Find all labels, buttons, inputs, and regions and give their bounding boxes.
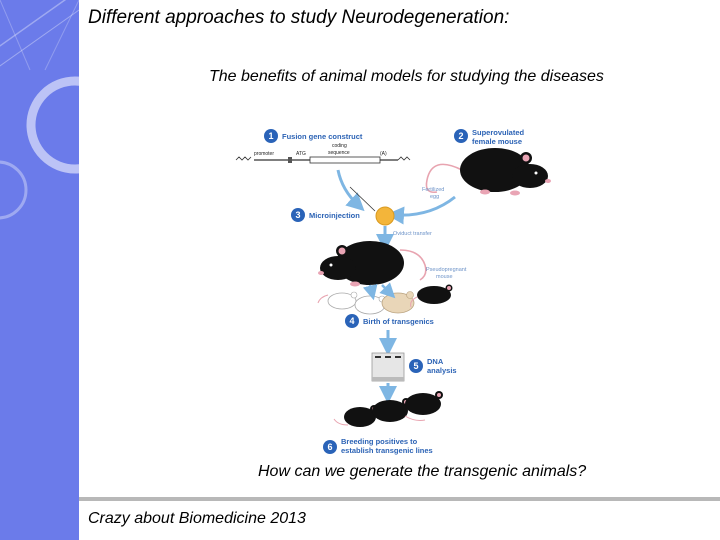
step-label-line2: establish transgenic lines [341,446,433,455]
step-label: Superovulated [472,128,525,137]
step-circle [291,208,305,222]
step-label: Fusion gene construct [282,132,363,141]
step-label: Microinjection [309,211,360,220]
black-mouse-female [425,148,551,196]
injection-needle [349,186,376,212]
footer-divider [79,497,720,501]
step-label-line2: analysis [427,366,457,375]
litter-arrow-2 [379,282,396,299]
breeding-mice [333,391,443,427]
polya-label: (A) [380,151,387,157]
pseudopregnant-label-line2: mouse [436,274,453,280]
step-number: 5 [413,361,418,371]
step-circle [345,314,359,328]
dna-gel [371,352,405,382]
step-number: 3 [295,210,300,220]
step-5: 5 DNA analysis [409,357,457,375]
step-6: 6 Breeding positives to establish transg… [323,437,433,455]
decorative-lines [0,0,79,220]
step-number: 1 [268,131,273,141]
promoter-label: promoter [254,151,274,157]
coding-label: coding [332,143,347,149]
step-2: 2 Superovulated female mouse [454,128,525,146]
step-number: 2 [458,131,463,141]
step-label: Birth of transgenics [363,317,434,326]
oviduct-transfer-label: Oviduct transfer [393,231,432,237]
step-label: Breeding positives to [341,437,418,446]
step-circle [454,129,468,143]
step-circle [409,359,423,373]
step-number: 6 [327,442,332,452]
step-circle [323,440,337,454]
fertilized-egg-label: Fertilized [422,187,444,193]
step-circle [264,129,278,143]
fertilized-egg-label-line2: egg [430,194,439,200]
transgenic-mouse-diagram: 1 Fusion gene construct promoter ATG cod… [235,128,551,455]
step-3: 3 Microinjection [291,208,360,222]
black-mouse-pseudopregnant [318,241,427,287]
sidebar-decoration [0,0,79,540]
litter-arrow-1 [362,283,378,301]
gene-construct: promoter ATG coding sequence (A) [235,143,411,164]
slide-title: Different approaches to study Neurodegen… [88,7,510,28]
construct-arrow [336,169,365,212]
egg-arrow [386,195,456,225]
step-4: 4 Birth of transgenics [345,314,434,328]
egg-cell [375,206,395,226]
sequence-label: sequence [328,150,350,156]
slide-subtitle: The benefits of animal models for studyi… [209,68,604,85]
question-caption: How can we generate the transgenic anima… [258,463,587,480]
pseudopregnant-label: Pseudopregnant [426,267,467,273]
step-number: 4 [349,316,354,326]
step-1: 1 Fusion gene construct [264,129,363,143]
footer-text: Crazy about Biomedicine 2013 [88,510,306,527]
litter-mice [317,284,453,315]
step-label: DNA [427,357,444,366]
step-label-line2: female mouse [472,137,522,146]
atg-label: ATG [296,151,306,157]
